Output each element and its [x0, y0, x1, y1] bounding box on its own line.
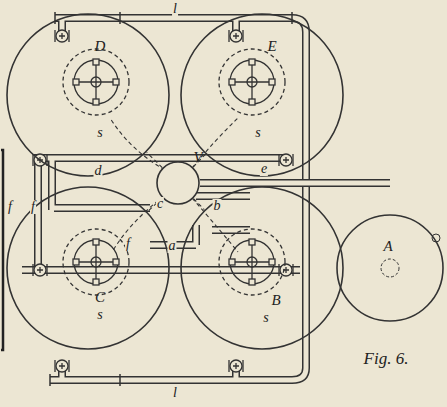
- part-letter: d: [94, 164, 103, 178]
- tank: E: [180, 13, 344, 177]
- outline: [180, 186, 344, 350]
- node-letter: C: [95, 290, 105, 305]
- part-letter: f: [30, 200, 36, 214]
- node-letter: E: [267, 39, 276, 54]
- node-letter: V: [193, 150, 202, 165]
- part-letter: s: [254, 126, 261, 140]
- part-letter: a: [168, 239, 177, 253]
- node-letter: B: [271, 293, 280, 308]
- frame-edge: [1, 150, 3, 350]
- part-letter: f: [125, 237, 131, 251]
- part-letter: b: [213, 199, 222, 213]
- pipe-letter: e: [260, 162, 268, 176]
- tank: D: [6, 13, 170, 177]
- figure-caption: Fig. 6.: [363, 350, 410, 367]
- node-letter: D: [95, 39, 106, 54]
- dashed-pipe: [147, 152, 163, 167]
- part-letter: l: [172, 386, 178, 400]
- part-letter: c: [156, 197, 164, 211]
- dashed-pipe: [193, 199, 204, 210]
- handwheels: [63, 49, 285, 295]
- node-letter: A: [383, 239, 392, 254]
- inlet: [381, 259, 399, 277]
- part-letter: f: [7, 200, 13, 214]
- part-letter: l: [172, 2, 178, 16]
- part-letter: s: [262, 311, 269, 325]
- reservoir: A: [336, 214, 444, 322]
- part-letter: s: [96, 308, 103, 322]
- pipe: [200, 183, 390, 184]
- outline: [6, 13, 170, 177]
- valves: [33, 30, 293, 372]
- outline: [180, 13, 344, 177]
- part-letter: s: [96, 126, 103, 140]
- outline: [336, 214, 444, 322]
- tank: B: [180, 186, 344, 350]
